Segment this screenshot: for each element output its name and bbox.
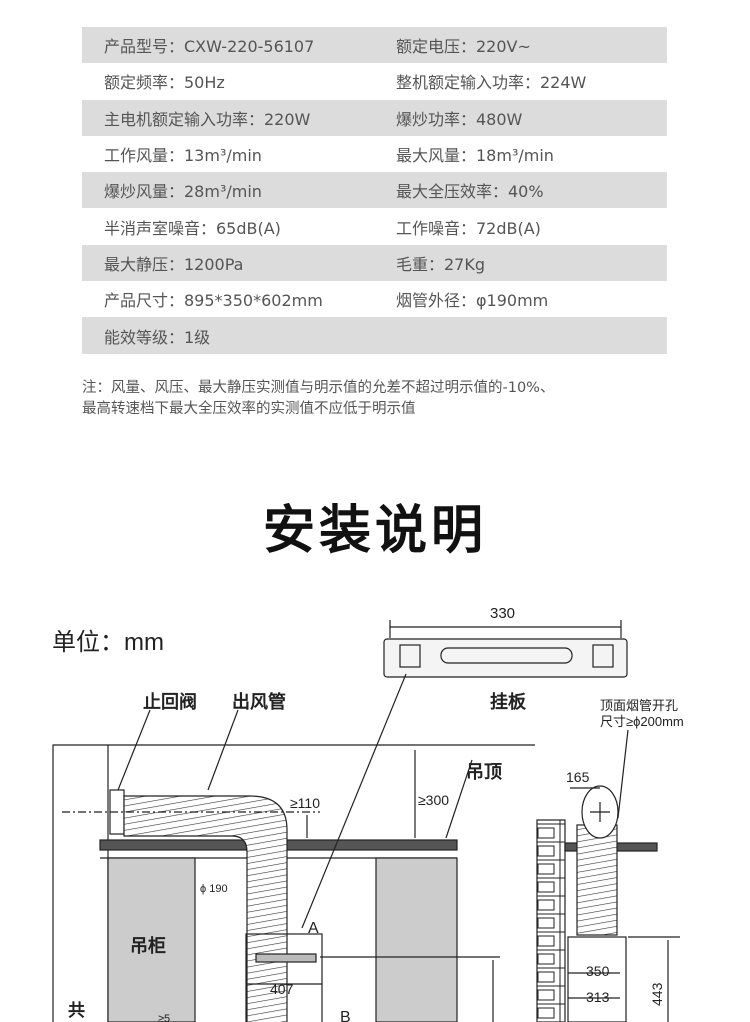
spec-right: 最大全压效率：40% xyxy=(396,182,544,202)
spec-left: 爆炒风量：28m³/min xyxy=(104,182,262,202)
top-hole-label-2: 尺寸≥ϕ200mm xyxy=(600,714,684,729)
spec-right: 整机额定输入功率：224W xyxy=(396,73,587,93)
label-b: B xyxy=(340,1009,351,1022)
spec-row: 工作风量：13m³/min 最大风量：18m³/min xyxy=(82,136,667,172)
spec-row: 产品尺寸：895*350*602mm 烟管外径：φ190mm xyxy=(82,281,667,317)
dim-300: ≥300 xyxy=(418,792,449,808)
spec-right: 烟管外径：φ190mm xyxy=(396,291,549,311)
dim-190: ϕ 190 xyxy=(200,883,228,895)
spec-right: 毛重：27Kg xyxy=(396,254,486,274)
outlet-pipe-label: 出风管 xyxy=(232,691,286,713)
unit-label: 单位：mm xyxy=(52,629,164,656)
spec-row: 爆炒风量：28m³/min 最大全压效率：40% xyxy=(82,172,667,209)
spec-left: 工作风量：13m³/min xyxy=(104,146,262,166)
dim-5: ≥5 xyxy=(158,1013,170,1022)
label-a: A xyxy=(308,920,319,937)
spec-row: 产品型号：CXW-220-56107 额定电压：220V~ xyxy=(82,27,667,64)
note-line-2: 最高转速档下最大全压效率的实测值不应低于明示值 xyxy=(82,401,416,417)
spec-row: 能效等级：1级 xyxy=(82,317,667,354)
dim-350: 350 xyxy=(586,963,610,979)
cabinet-label: 吊柜 xyxy=(130,935,166,957)
spec-right: 额定电压：220V~ xyxy=(396,37,531,57)
spec-row: 主电机额定输入功率：220W 爆炒功率：480W xyxy=(82,99,667,136)
hanging-plate-label: 挂板 xyxy=(490,691,527,713)
section-title: 安装说明 xyxy=(262,501,487,561)
note-line-1: 注：风量、风压、最大静压实测值与明示值的允差不超过明示值的-10%、 xyxy=(82,380,555,396)
spec-left: 产品型号：CXW-220-56107 xyxy=(104,37,315,57)
dim-330: 330 xyxy=(490,605,515,622)
spec-row: 额定频率：50Hz 整机额定输入功率：224W xyxy=(82,63,667,99)
check-valve-label: 止回阀 xyxy=(143,691,197,713)
ceiling-label: 吊顶 xyxy=(466,762,502,783)
dim-110: ≥110 xyxy=(290,795,320,811)
spec-right: 最大风量：18m³/min xyxy=(396,146,554,166)
spec-row: 半消声室噪音：65dB(A) 工作噪音：72dB(A) xyxy=(82,208,667,244)
spec-left: 额定频率：50Hz xyxy=(104,73,225,93)
installation-diagram: 单位：mm 330 止回阀 出风管 挂板 顶面烟管开孔 尺寸≥ϕ200mm 吊顶… xyxy=(52,605,684,1022)
top-hole-label-1: 顶面烟管开孔 xyxy=(600,698,678,713)
dim-443: 443 xyxy=(649,982,665,1006)
dim-165: 165 xyxy=(566,769,590,785)
spec-note: 注：风量、风压、最大静压实测值与明示值的允差不超过明示值的-10%、 最高转速档… xyxy=(82,378,554,420)
spec-row: 最大静压：1200Pa 毛重：27Kg xyxy=(82,244,667,282)
spec-left: 能效等级：1级 xyxy=(104,327,211,347)
spec-left: 最大静压：1200Pa xyxy=(104,254,244,274)
gong-label: 共 xyxy=(68,1001,85,1021)
dim-313: 313 xyxy=(586,989,610,1005)
dim-407: 407 xyxy=(270,981,294,997)
spec-right: 工作噪音：72dB(A) xyxy=(396,218,541,238)
spec-left: 产品尺寸：895*350*602mm xyxy=(104,291,323,311)
spec-left: 半消声室噪音：65dB(A) xyxy=(104,218,281,238)
spec-left: 主电机额定输入功率：220W xyxy=(104,109,311,129)
spec-right: 爆炒功率：480W xyxy=(396,109,523,129)
spec-table: 产品型号：CXW-220-56107 额定电压：220V~ 额定频率：50Hz 整机额… xyxy=(82,27,667,354)
